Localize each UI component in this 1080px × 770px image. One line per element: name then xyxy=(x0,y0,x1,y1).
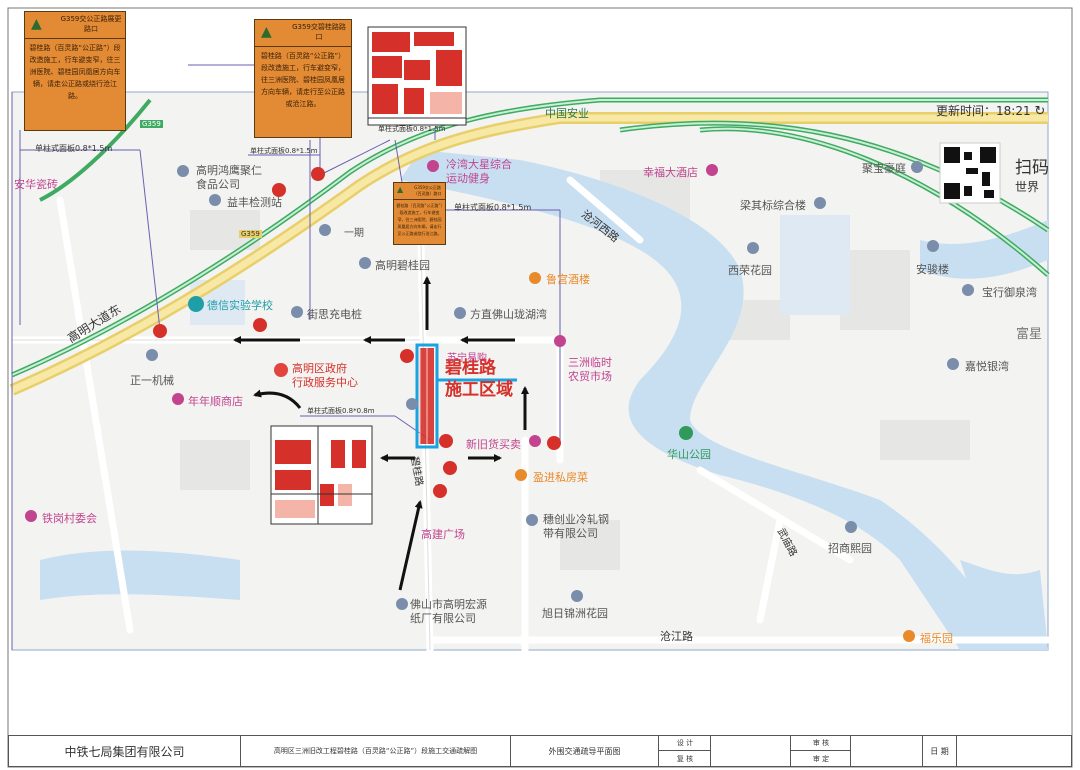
park-icon xyxy=(679,426,693,440)
construction-label-line1: 碧桂路 xyxy=(445,358,496,378)
sign-1-body: 碧桂路（百灵路“公正路”）段改造施工，行车避变窄，往三洲医院、碧桂园凤凰居方向车… xyxy=(29,44,121,100)
label: 铁岗村委会 xyxy=(42,512,97,525)
poi-icons-pink xyxy=(25,160,718,522)
update-label: 更新时间： xyxy=(936,104,997,118)
label: 招商熙园 xyxy=(828,542,872,555)
label: 安骏楼 xyxy=(916,263,949,276)
worker-icon: ▲ xyxy=(261,24,272,40)
label: 高明区政府 行政服务中心 xyxy=(292,362,358,389)
check-cell: 审 核 审 定 xyxy=(791,736,851,766)
qr-code-icon xyxy=(939,142,1001,204)
label: 方直佛山珑湖湾 xyxy=(470,308,547,321)
label: 穗创业冷轧钢 带有限公司 xyxy=(543,513,609,540)
label: 盈进私房菜 xyxy=(533,471,588,484)
construction-label: 碧桂路 施工区域 xyxy=(445,357,513,401)
label: 福乐园 xyxy=(920,632,953,645)
panel-label: 单柱式面板0.8*1.5m xyxy=(454,203,532,212)
school-icon xyxy=(188,296,204,312)
design-cell: 设 计 复 核 xyxy=(659,736,711,766)
panel-label: 单柱式面板0.8*1.5m xyxy=(378,125,446,133)
panel-label: 单柱式面板0.8*1.5m xyxy=(250,147,318,155)
road-shield: G359 xyxy=(140,120,163,128)
review-label: 复 核 xyxy=(676,754,694,763)
approve-label: 审 定 xyxy=(812,754,830,763)
sign-3-body: 碧桂路（百灵路“公正路”）段改造施工，行车避变窄，往三洲医院、碧桂园凤凰居方向车… xyxy=(396,203,443,236)
pond xyxy=(780,215,850,315)
design-label: 设 计 xyxy=(659,736,711,751)
sheet-frame xyxy=(7,7,1073,768)
qr-text-line2: 世界 xyxy=(1015,180,1040,194)
lake xyxy=(960,560,1048,650)
label: 幸福大酒店 xyxy=(643,166,698,179)
government-icon xyxy=(274,363,288,377)
label: 一期 xyxy=(344,228,364,239)
ramp xyxy=(39,98,152,202)
date-label: 日 期 xyxy=(923,736,957,766)
update-time-value: 18:21 xyxy=(996,104,1031,118)
river-branch xyxy=(920,220,1048,279)
canal xyxy=(40,550,240,600)
inset-diagram-top xyxy=(367,26,467,126)
label: 街思充电桩 xyxy=(307,308,362,321)
label: 苏宁易购 xyxy=(447,353,487,364)
road-label: 沧江路 xyxy=(660,630,693,643)
company-name: 中铁七局集团有限公司 xyxy=(9,736,241,766)
label: 旭日锦洲花园 xyxy=(542,607,608,620)
label: 正一机械 xyxy=(130,374,174,387)
refresh-icon[interactable]: ↻ xyxy=(1034,104,1046,119)
panel-label: 单柱式面板0.8*1.5m xyxy=(35,144,113,153)
label: 新旧货买卖 xyxy=(466,438,521,451)
sign-2-body: 碧桂路（百灵路“公正路”）段改造施工，行车避变窄，往三洲医院、碧桂园凤凰居方向车… xyxy=(260,52,346,108)
detour-arrows xyxy=(233,276,529,591)
poi-icons-orange xyxy=(515,272,915,642)
sign-1: ▲ G359交公正路展更路口 碧桂路（百灵路“公正路”）段改造施工，行车避变窄，… xyxy=(24,11,126,131)
label: 宝行御泉湾 xyxy=(982,286,1037,299)
label: 三洲临时 农贸市场 xyxy=(568,356,612,383)
update-time: 更新时间：18:21 ↻ xyxy=(936,102,1045,119)
label: 富星 xyxy=(1016,327,1043,342)
drawing-name: 外围交通疏导平面图 xyxy=(511,736,659,766)
sign-2-title: G359交碧桂路路口 xyxy=(292,23,346,41)
construction-label-line2: 施工区域 xyxy=(445,380,513,400)
label: 德信实验学校 xyxy=(207,299,273,312)
design-value xyxy=(711,736,791,766)
qr-text-line1: 扫码 xyxy=(1015,158,1049,178)
check-value xyxy=(851,736,923,766)
road-shield: G359 xyxy=(239,230,262,238)
worker-icon: ▲ xyxy=(31,16,42,32)
sign-3: ▲ G359交公正路（百灵路）路口 碧桂路（百灵路“公正路”）段改造施工，行车避… xyxy=(393,182,446,245)
label: 安华瓷砖 xyxy=(14,178,58,191)
label: 中国安业 xyxy=(545,107,589,120)
title-block: 中铁七局集团有限公司 高明区三洲旧改工程碧桂路（百灵路“公正路”）段施工交通疏解… xyxy=(8,735,1072,767)
label: 嘉悦银湾 xyxy=(965,360,1009,373)
label: 佛山市高明宏源 纸厂有限公司 xyxy=(410,598,487,625)
label: 高明碧桂园 xyxy=(375,259,430,272)
label: 梁其标综合楼 xyxy=(740,199,806,212)
label: 鲁宫酒楼 xyxy=(546,273,590,286)
date-value xyxy=(957,736,1071,766)
sign-2: ▲ G359交碧桂路路口 碧桂路（百灵路“公正路”）段改造施工，行车避变窄，往三… xyxy=(254,19,352,138)
check-label: 审 核 xyxy=(791,736,851,751)
label: 西荣花园 xyxy=(728,264,772,277)
sign-1-title: G359交公正路展更路口 xyxy=(60,15,122,33)
inset-diagram-bottom xyxy=(270,425,373,525)
label: 益丰检测站 xyxy=(227,196,282,209)
label: 年年顺商店 xyxy=(188,395,243,408)
project-name: 高明区三洲旧改工程碧桂路（百灵路“公正路”）段施工交通疏解图 xyxy=(241,736,511,766)
label: 高建广场 xyxy=(421,528,465,541)
worker-icon: ▲ xyxy=(397,185,404,194)
qr-text: 扫码 世界 xyxy=(1015,153,1049,195)
label: 聚宝豪庭 xyxy=(862,162,906,175)
label: 食品公司 xyxy=(196,178,240,191)
sign-markers xyxy=(153,167,561,498)
label: 冷湾大星综合 运动健身 xyxy=(446,158,512,185)
panel-label: 单柱式面板0.8*0.8m xyxy=(307,407,375,415)
poi-icons xyxy=(146,161,974,610)
sign-3-title: G359交公正路（百灵路）路口 xyxy=(413,185,442,196)
label: 高明鸿鹰聚仁 xyxy=(196,164,262,177)
river xyxy=(400,150,1010,650)
label: 华山公园 xyxy=(667,448,711,461)
construction-outline xyxy=(415,343,439,449)
